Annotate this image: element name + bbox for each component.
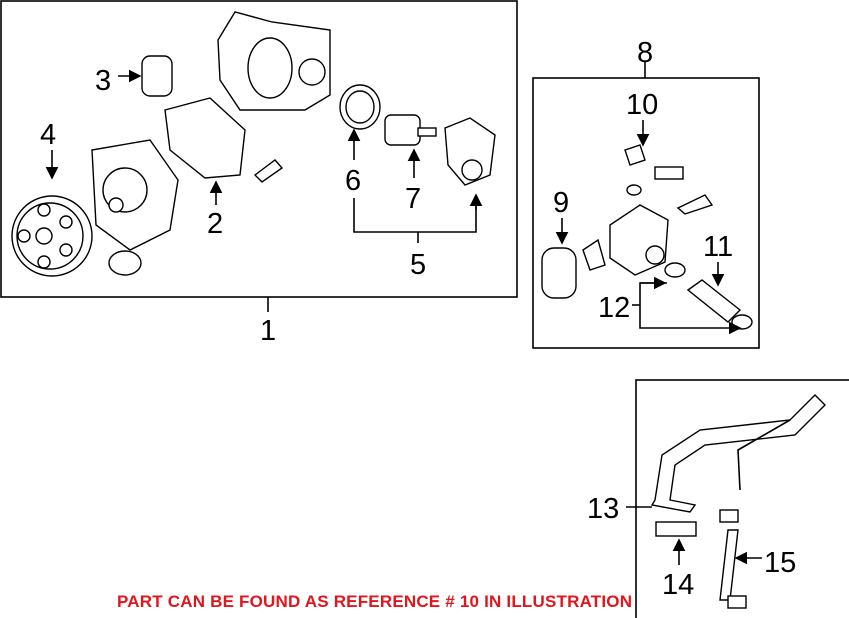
pulley-part[interactable] (11, 195, 93, 277)
clip-part[interactable] (654, 166, 684, 180)
housing-part[interactable] (217, 11, 331, 111)
group-box-pipe (635, 379, 849, 618)
bracket-part[interactable] (582, 238, 606, 271)
callout-2: 2 (207, 208, 223, 240)
callout-11: 11 (703, 231, 733, 263)
callout-12: 12 (598, 292, 630, 324)
clamp-part-3[interactable] (719, 509, 739, 523)
group-box-water-pump (0, 0, 518, 298)
callout-7: 7 (405, 183, 421, 215)
callout-3: 3 (95, 65, 111, 97)
outlet-part[interactable] (609, 204, 669, 276)
group-box-outlet (532, 77, 760, 349)
reference-note: PART CAN BE FOUND AS REFERENCE # 10 IN I… (117, 592, 633, 611)
hose-part-11[interactable] (686, 279, 742, 323)
gasket-part-2[interactable] (164, 97, 246, 179)
gasket-part-3[interactable] (141, 55, 173, 97)
clamp-part[interactable] (664, 262, 686, 278)
thermostat-housing-part[interactable] (444, 117, 496, 186)
bolt-part[interactable] (253, 159, 284, 183)
leader-lines (45, 62, 762, 565)
seal-small-part[interactable] (626, 184, 642, 196)
tube-part[interactable] (737, 419, 791, 491)
gasket-part-9[interactable] (541, 247, 577, 299)
callout-1: 1 (260, 315, 276, 347)
bracket-part-14[interactable] (655, 521, 697, 537)
water-pump-part[interactable] (91, 139, 179, 276)
callout-14: 14 (662, 569, 694, 601)
callout-9: 9 (553, 187, 569, 219)
callout-10: 10 (626, 89, 658, 121)
hose-part-15[interactable] (719, 529, 739, 601)
callout-13: 13 (587, 493, 619, 525)
callout-5: 5 (410, 249, 426, 281)
clamp-part-4[interactable] (727, 595, 747, 609)
callout-6: 6 (345, 165, 361, 197)
seal-inner (345, 90, 375, 124)
bolt-part-2[interactable] (676, 194, 714, 215)
callout-8: 8 (637, 37, 653, 69)
clamp-part-2[interactable] (731, 314, 753, 330)
callout-15: 15 (764, 547, 796, 579)
thermostat-part[interactable] (384, 114, 437, 146)
sensor-part[interactable] (624, 144, 646, 166)
callout-4: 4 (40, 119, 56, 151)
